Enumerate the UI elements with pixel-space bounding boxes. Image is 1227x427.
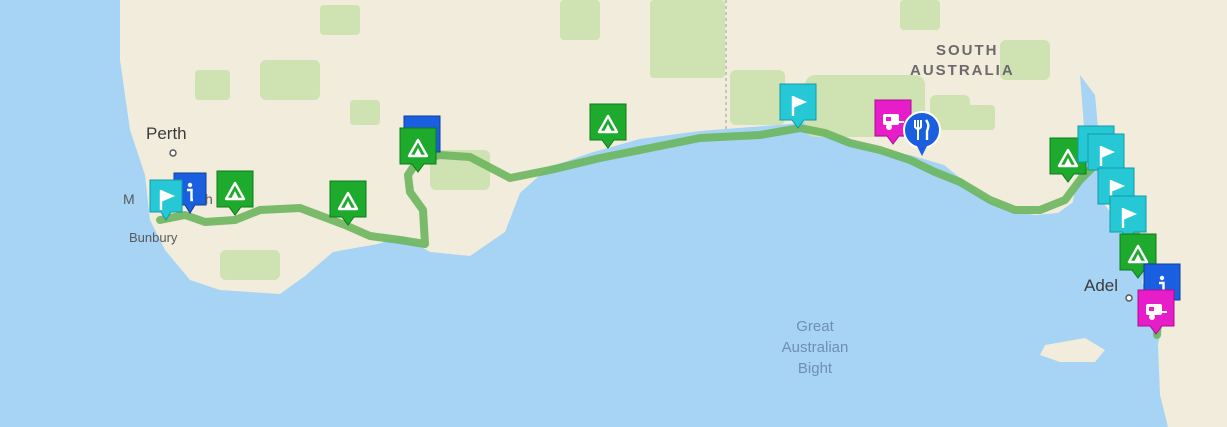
perth-label: Perth	[146, 124, 187, 143]
campsite-marker[interactable]	[216, 170, 254, 216]
adelaide-dot	[1125, 294, 1133, 302]
campsite-marker[interactable]	[399, 127, 437, 173]
kangaroo-island	[1040, 338, 1105, 362]
restaurant-marker[interactable]	[903, 111, 941, 156]
campsite-marker[interactable]	[589, 103, 627, 149]
mandurah-label-start: M	[123, 191, 135, 207]
adelaide-label: Adel	[1084, 276, 1119, 295]
national-parks	[195, 0, 1050, 280]
perth-dot	[169, 149, 177, 157]
bight-label-line3: Bight	[797, 360, 833, 377]
bight-label-line2: Australian	[781, 339, 849, 356]
flag-marker[interactable]	[149, 179, 183, 221]
mandurah-label-end: h	[205, 191, 213, 207]
caravan-park-marker[interactable]	[874, 99, 912, 145]
flag-marker[interactable]	[779, 83, 817, 129]
great-australian-bight-label: Great Australian Bight	[760, 316, 870, 379]
bight-label-line1: Great	[796, 318, 834, 335]
south-australia-label-line2: AUSTRALIA	[910, 62, 1015, 79]
caravan-park-marker[interactable]	[1137, 289, 1175, 335]
south-australia-label-line1: SOUTH	[936, 42, 999, 59]
campsite-marker[interactable]	[329, 180, 367, 226]
bunbury-label: Bunbury	[129, 230, 178, 245]
